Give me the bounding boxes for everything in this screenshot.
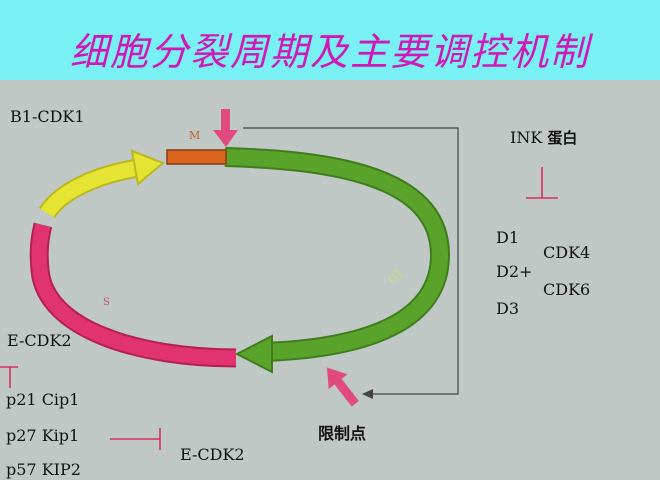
g1-arrowhead xyxy=(234,334,273,374)
p27-label: p27 Kip1 xyxy=(6,426,80,445)
cyclin-d1-label: D1 xyxy=(496,228,520,247)
p57-label: p57 KIP2 xyxy=(6,460,81,479)
ink-protein-suffix: 蛋白 xyxy=(547,129,578,147)
phase-label-m: M xyxy=(189,129,200,142)
cdk4-label: CDK4 xyxy=(543,243,591,262)
s-phase-arc-fill xyxy=(31,223,237,366)
ink-protein-label: INK 蛋白 xyxy=(510,128,577,148)
m-phase-segment xyxy=(166,149,227,165)
b1-cdk1-label: B1-CDK1 xyxy=(10,107,85,126)
cki-inhibitor-symbol-bottom xyxy=(110,428,161,450)
page-title: 细胞分裂周期及主要调控机制 xyxy=(69,30,590,74)
e-cdk2-bottom-label: E-CDK2 xyxy=(180,445,245,464)
e-cdk2-left-label: E-CDK2 xyxy=(7,331,72,350)
cyclin-d3-label: D3 xyxy=(496,299,520,318)
phase-label-g1: G1 xyxy=(386,267,406,287)
g2-arrowhead xyxy=(130,149,165,186)
restriction-point-label: 限制点 xyxy=(318,424,367,443)
feedback-connector-line xyxy=(243,127,459,395)
g1-phase-arc-fill xyxy=(224,149,449,360)
m-phase-arrow xyxy=(213,109,238,147)
ink-label: INK xyxy=(510,128,543,147)
cki-inhibitor-symbol-left xyxy=(0,366,18,388)
g2-phase-arc-fill xyxy=(40,160,140,218)
phase-label-s: S xyxy=(103,297,110,308)
cdk6-label: CDK6 xyxy=(543,280,591,299)
title-bar xyxy=(0,0,660,80)
cyclin-d2-label: D2+ xyxy=(496,262,533,281)
restriction-point-arrow xyxy=(326,367,359,407)
feedback-arrowhead xyxy=(362,389,373,399)
ink-inhibitor-symbol xyxy=(526,167,558,199)
p21-label: p21 Cip1 xyxy=(6,390,80,409)
